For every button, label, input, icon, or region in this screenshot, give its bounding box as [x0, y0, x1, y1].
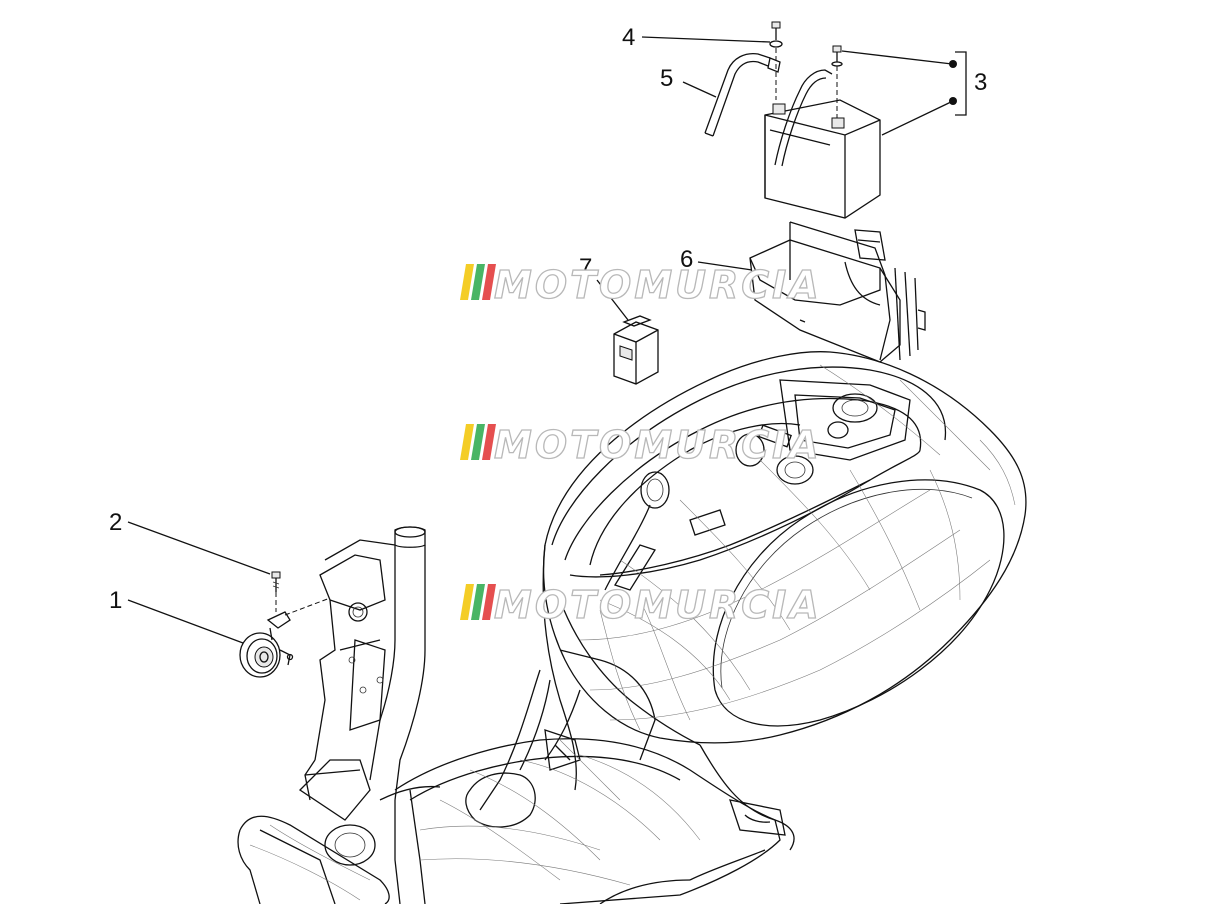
watermark-text: MOTOMURCIA: [494, 423, 822, 467]
horn-part-1: [239, 597, 331, 678]
scooter-frame: [237, 351, 1027, 904]
watermark-stripe-yellow: [460, 264, 474, 300]
watermark-stripe-yellow: [460, 424, 474, 460]
watermark-stripe-red: [482, 424, 496, 460]
screw-part-4: [767, 21, 783, 100]
callout-leaders: [127, 36, 967, 644]
watermark-stripe-red: [482, 584, 496, 620]
battery-tray-part-6: [749, 221, 926, 363]
relay-part-7: [613, 315, 659, 385]
callout-2: 2: [109, 509, 122, 536]
callout-6: 6: [680, 246, 693, 273]
watermark-text: MOTOMURCIA: [494, 263, 822, 307]
watermark-middle: MOTOMURCIA: [460, 422, 822, 468]
watermark-stripe-green: [471, 424, 485, 460]
callout-3: 3: [974, 69, 987, 96]
callout-dots: [949, 60, 957, 105]
watermark-stripe-green: [471, 264, 485, 300]
screw-part-2: [271, 571, 281, 612]
callout-7: 7: [579, 254, 592, 281]
watermark-stripe-red: [482, 264, 496, 300]
watermark-bottom: MOTOMURCIA: [460, 582, 822, 628]
callout-4: 4: [622, 24, 635, 51]
callout-5: 5: [660, 65, 673, 92]
watermark-text: MOTOMURCIA: [494, 583, 822, 627]
watermark-stripe-yellow: [460, 584, 474, 620]
callout-1: 1: [109, 587, 122, 614]
breather-tube-part-5: [704, 52, 771, 137]
battery-part-3: [764, 45, 881, 219]
watermark-top: MOTOMURCIA: [460, 262, 822, 308]
watermark-stripe-green: [471, 584, 485, 620]
